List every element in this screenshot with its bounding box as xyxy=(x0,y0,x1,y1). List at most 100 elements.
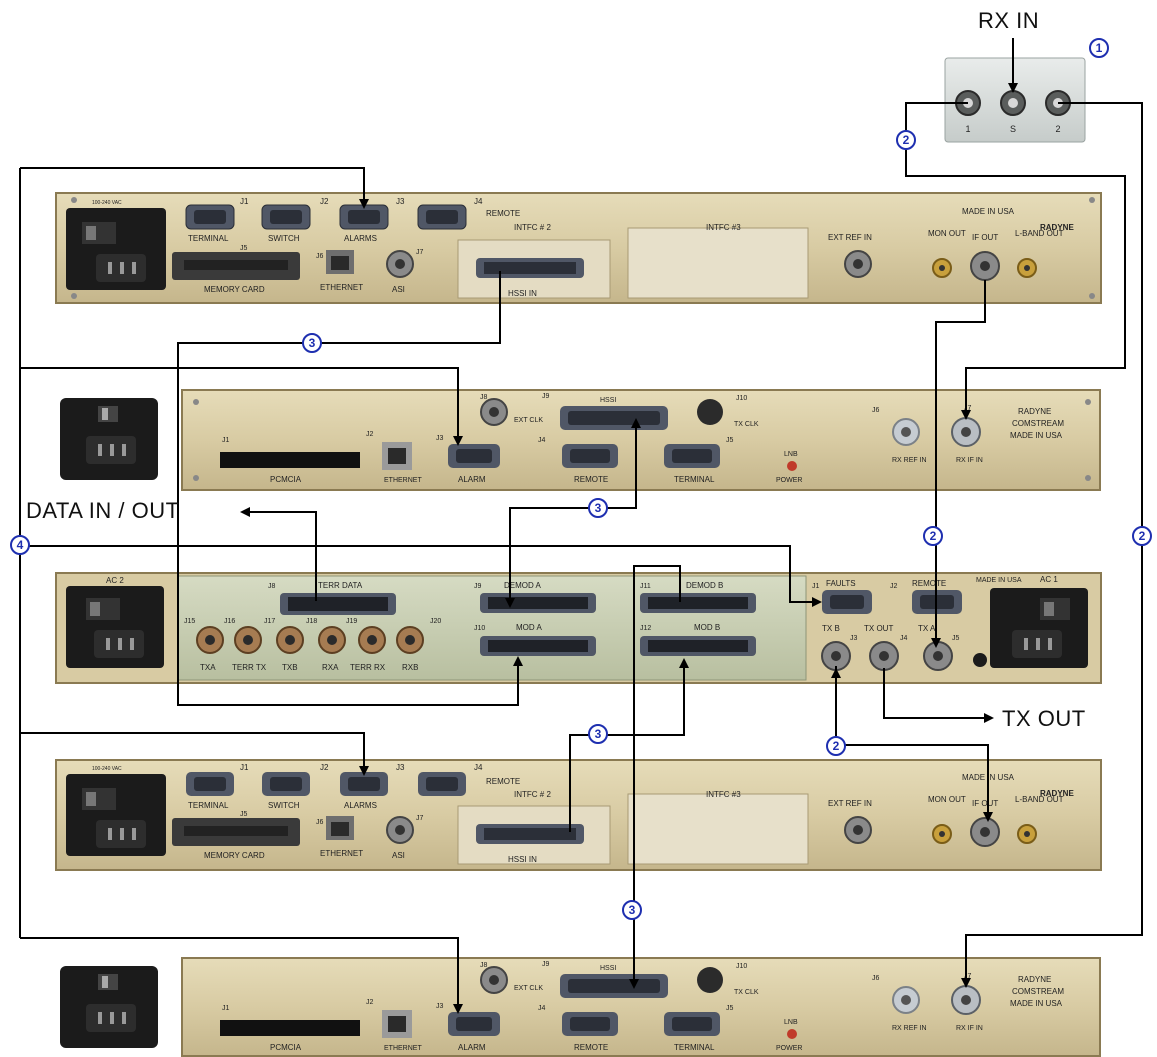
ext-clk-label: EXT CLK xyxy=(514,985,543,992)
db9-connector xyxy=(262,205,310,229)
callout-2: 2 xyxy=(896,130,916,150)
db9-connector xyxy=(562,1012,618,1036)
switch-unit: AC 2 J8 TERR DATA J9 DEMOD A J10 MOD A J… xyxy=(56,573,1101,683)
if-out-label: IF OUT xyxy=(972,233,998,242)
terminal-label: TERMINAL xyxy=(188,801,229,810)
jack-j9: J9 xyxy=(542,961,550,968)
jack-j2: J2 xyxy=(366,431,374,438)
power-led xyxy=(787,1029,797,1039)
switch-label: SWITCH xyxy=(268,234,300,243)
bnc-label-rxb: RXB xyxy=(402,663,418,672)
jack-j6: J6 xyxy=(872,975,880,982)
bnc-tx-a xyxy=(924,642,952,670)
tx-clk-port xyxy=(697,399,723,425)
bnc-label-terr-tx: TERR TX xyxy=(232,663,267,672)
pcmcia-slot xyxy=(220,452,360,468)
terr-data-connector xyxy=(280,593,396,615)
brand-logo: RADYNE xyxy=(1040,223,1074,232)
sma-connector xyxy=(933,259,951,277)
callout-3: 3 xyxy=(588,498,608,518)
data-in-out-label: DATA IN / OUT xyxy=(26,498,180,524)
made-in-usa: MADE IN USA xyxy=(1010,999,1063,1008)
rx-if-in-label: RX IF IN xyxy=(956,1025,983,1032)
jack-j9: J9 xyxy=(542,393,550,400)
sma-connector xyxy=(1018,825,1036,843)
db9-connector xyxy=(448,1012,500,1036)
db9-connector xyxy=(340,772,388,796)
db9-connector xyxy=(186,772,234,796)
brand-logo: RADYNE xyxy=(1040,789,1074,798)
tx-clk-label: TX CLK xyxy=(734,421,759,428)
sma-connector xyxy=(1018,259,1036,277)
ethernet-port xyxy=(382,1010,412,1038)
bnc-txb xyxy=(277,627,303,653)
jack-j8: J8 xyxy=(480,962,488,969)
alarm-label: ALARM xyxy=(458,475,486,484)
db9-connector xyxy=(418,772,466,796)
modem-unit-lower: 100-240 VAC J1 J2 J3 J4 TERMINAL SWITCH … xyxy=(56,760,1101,870)
ext-ref-in-label: EXT REF IN xyxy=(828,233,872,242)
jack-j1: J1 xyxy=(240,763,249,772)
ac1-label: AC 1 xyxy=(1040,575,1058,584)
hssi-connector xyxy=(476,258,584,278)
mod-b-connector xyxy=(640,636,756,656)
jack-j1: J1 xyxy=(240,197,249,206)
bnc-connector xyxy=(481,967,507,993)
bnc-label-rxa: RXA xyxy=(322,663,339,672)
callout-3: 3 xyxy=(588,724,608,744)
bnc-connector xyxy=(845,251,871,277)
bnc-txa xyxy=(197,627,223,653)
db9-connector xyxy=(562,444,618,468)
callout-3: 3 xyxy=(622,900,642,920)
tx-b-label: TX B xyxy=(822,624,840,633)
memory-card-slot xyxy=(172,818,300,846)
demod-b-connector xyxy=(640,593,756,613)
remote-label: REMOTE xyxy=(574,1043,608,1052)
bnc-tx-out xyxy=(870,642,898,670)
hssi-connector xyxy=(560,406,668,430)
interface-card-3 xyxy=(628,794,808,864)
brand-line2: COMSTREAM xyxy=(1012,987,1064,996)
ac-inlet xyxy=(60,398,158,480)
asi-label: ASI xyxy=(392,285,405,294)
jack-j1: J1 xyxy=(222,437,230,444)
lnb-label: LNB xyxy=(784,1019,798,1026)
jack-j10: J10 xyxy=(736,395,747,402)
rx-ref-in-label: RX REF IN xyxy=(892,457,927,464)
ethernet-label: ETHERNET xyxy=(320,283,363,292)
ethernet-port xyxy=(326,250,354,274)
jack-j4: J4 xyxy=(900,635,908,642)
jack-j5: J5 xyxy=(726,437,734,444)
interface-card-3 xyxy=(628,228,808,298)
tx-clk-port xyxy=(697,967,723,993)
hssi-in-label: HSSI IN xyxy=(508,855,537,864)
switch-label: SWITCH xyxy=(268,801,300,810)
callout-2: 2 xyxy=(1132,526,1152,546)
jack-j5: J5 xyxy=(952,635,960,642)
brand-line1: RADYNE xyxy=(1018,407,1051,416)
jack-j7: J7 xyxy=(416,249,424,256)
ethernet-label: ETHERNET xyxy=(320,849,363,858)
ac-inlet xyxy=(66,208,166,290)
db9-connector xyxy=(340,205,388,229)
hssi-label: HSSI xyxy=(600,965,616,972)
db9-connector xyxy=(448,444,500,468)
demod-a-connector xyxy=(480,593,596,613)
callout-1: 1 xyxy=(1089,38,1109,58)
receiver-unit-lower: J1 PCMCIA J2 ETHERNET J3 ALARM J4 REMOTE… xyxy=(56,958,1100,1057)
terminal-label: TERMINAL xyxy=(188,234,229,243)
bnc-label-txb: TXB xyxy=(282,663,298,672)
callout-2: 2 xyxy=(826,736,846,756)
hssi-connector xyxy=(476,824,584,844)
jack-j2: J2 xyxy=(890,583,898,590)
jack-j2: J2 xyxy=(320,763,329,772)
intfc3-label: INTFC #3 xyxy=(706,790,741,799)
bnc-label-terr-rx: TERR RX xyxy=(350,663,386,672)
rx-in-label: RX IN xyxy=(978,8,1039,34)
alarms-label: ALARMS xyxy=(344,234,377,243)
memory-card-slot xyxy=(172,252,300,280)
callout-2: 2 xyxy=(923,526,943,546)
mon-out-label: MON OUT xyxy=(928,229,966,238)
jack-j1: J1 xyxy=(812,583,820,590)
brand-line2: COMSTREAM xyxy=(1012,419,1064,428)
